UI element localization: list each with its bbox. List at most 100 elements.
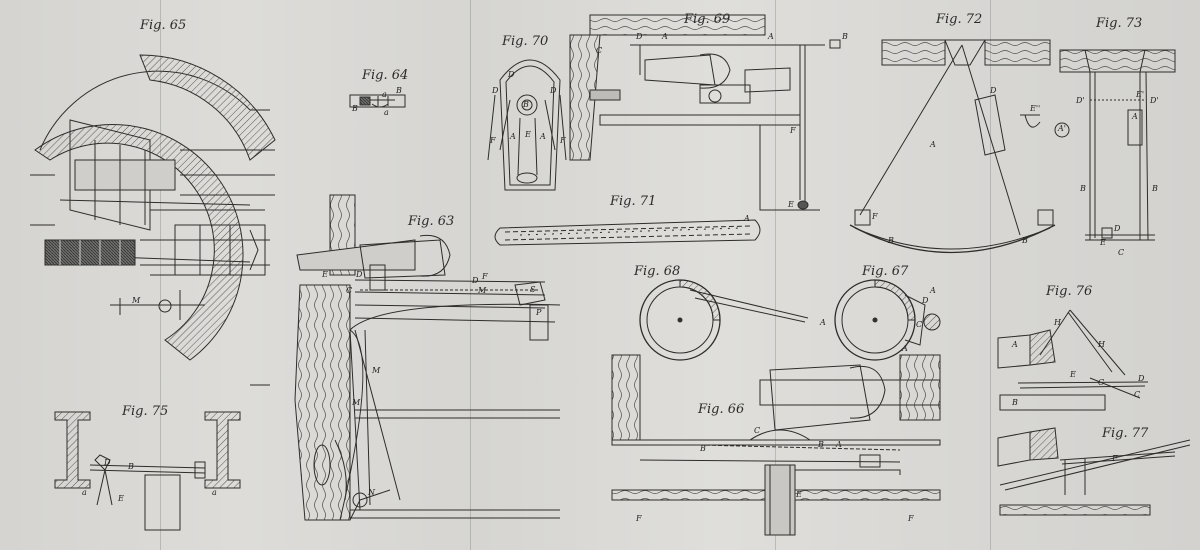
fig71-drawing [494, 219, 761, 246]
letter-label: B [842, 32, 848, 41]
letter-label: B [1022, 236, 1028, 245]
fig72-title: Fig. 72 [936, 12, 983, 27]
letter-label: A [902, 344, 908, 353]
letter-label: C [596, 46, 603, 55]
fig65-drawing [30, 54, 276, 386]
letter-label: F [790, 126, 796, 135]
letter-label: E [118, 494, 124, 503]
letter-label: C [916, 320, 923, 329]
letter-label: H [1054, 318, 1061, 327]
letter-label: D [492, 86, 499, 95]
letter-label: C [346, 286, 353, 295]
letter-label: E [1100, 238, 1106, 247]
letter-label: M [478, 286, 487, 295]
letter-label: a [212, 488, 217, 497]
letter-label: D' [1150, 96, 1159, 105]
letter-label: B [128, 462, 134, 471]
fig65-title: Fig. 65 [140, 18, 187, 33]
letter-label: a [382, 90, 387, 99]
letter-label: C [1134, 390, 1141, 399]
fig68-title: Fig. 68 [634, 264, 681, 279]
letter-label: H [1098, 340, 1105, 349]
paper-fold [775, 0, 776, 550]
letter-label: A [540, 132, 546, 141]
letter-label: C [754, 426, 761, 435]
letter-label: A [836, 440, 842, 449]
letter-label: M [372, 366, 381, 375]
letter-label: S [530, 285, 536, 294]
fig68-drawing [639, 279, 809, 361]
letter-label: A [820, 318, 826, 327]
letter-label: D [636, 32, 643, 41]
letter-label: D' [1076, 96, 1085, 105]
letter-label: F [560, 136, 566, 145]
letter-label: D [990, 86, 997, 95]
fig66-drawing [611, 354, 941, 536]
letter-label: B [352, 104, 358, 113]
letter-label: A [1132, 112, 1138, 121]
letter-label: E' [1136, 90, 1145, 99]
letter-label: F [482, 272, 488, 281]
fig67-drawing [834, 279, 941, 361]
letter-label: B [396, 86, 402, 95]
letter-label: E'' [1030, 104, 1041, 113]
fig69-drawing [569, 14, 841, 211]
letter-label: E [1070, 370, 1076, 379]
fig64-drawing [349, 94, 406, 108]
letter-label: D [356, 270, 363, 279]
fig76-title: Fig. 76 [1046, 284, 1093, 299]
fig63-drawing [294, 194, 561, 521]
letter-label: D [1138, 374, 1145, 383]
letter-label: A [930, 286, 936, 295]
fig69-title: Fig. 69 [684, 12, 731, 27]
fig72-drawing [849, 39, 1056, 254]
letter-label: E [322, 270, 328, 279]
fig70-title: Fig. 70 [502, 34, 549, 49]
letter-label: B [700, 444, 706, 453]
fig67-title: Fig. 67 [862, 264, 909, 279]
paper-fold [470, 0, 471, 550]
letter-label: E [525, 130, 531, 139]
fig73-drawing [1020, 49, 1176, 241]
letter-label: D [104, 458, 111, 467]
letter-label: A [662, 32, 668, 41]
fig63-title: Fig. 63 [408, 214, 455, 229]
letter-label: D [1114, 224, 1121, 233]
letter-label: A [744, 214, 750, 223]
fig73-title: Fig. 73 [1096, 16, 1143, 31]
letter-label: P [536, 308, 542, 317]
fig76-drawing [997, 309, 1149, 411]
letter-label: D [508, 70, 515, 79]
letter-label: F [490, 136, 496, 145]
letter-label: D [472, 276, 479, 285]
letter-label: F [636, 514, 642, 523]
letter-label: D [922, 296, 929, 305]
letter-label: E [788, 200, 794, 209]
letter-label: M [352, 398, 361, 407]
fig66-title: Fig. 66 [698, 402, 745, 417]
paper-fold [990, 0, 991, 550]
fig77-drawing [997, 427, 1191, 516]
letter-label: N [368, 488, 375, 497]
letter-label: C [1118, 248, 1125, 257]
letter-label: E [796, 490, 802, 499]
fig71-title: Fig. 71 [610, 194, 657, 209]
fig75-title: Fig. 75 [122, 404, 169, 419]
letter-label: B [1012, 398, 1018, 407]
letter-label: B [1152, 184, 1158, 193]
fig70-drawing [487, 59, 567, 191]
letter-label: a [384, 108, 389, 117]
letter-label: F [1112, 454, 1118, 463]
letter-label: F [908, 514, 914, 523]
letter-label: A [510, 132, 516, 141]
letter-label: B [523, 100, 529, 109]
letter-label: C [1098, 378, 1105, 387]
letter-label: M [132, 296, 141, 305]
letter-label: A [930, 140, 936, 149]
fig75-drawing [54, 411, 241, 531]
letter-label: B [888, 236, 894, 245]
letter-label: B [1080, 184, 1086, 193]
letter-label: A' [1058, 124, 1066, 133]
